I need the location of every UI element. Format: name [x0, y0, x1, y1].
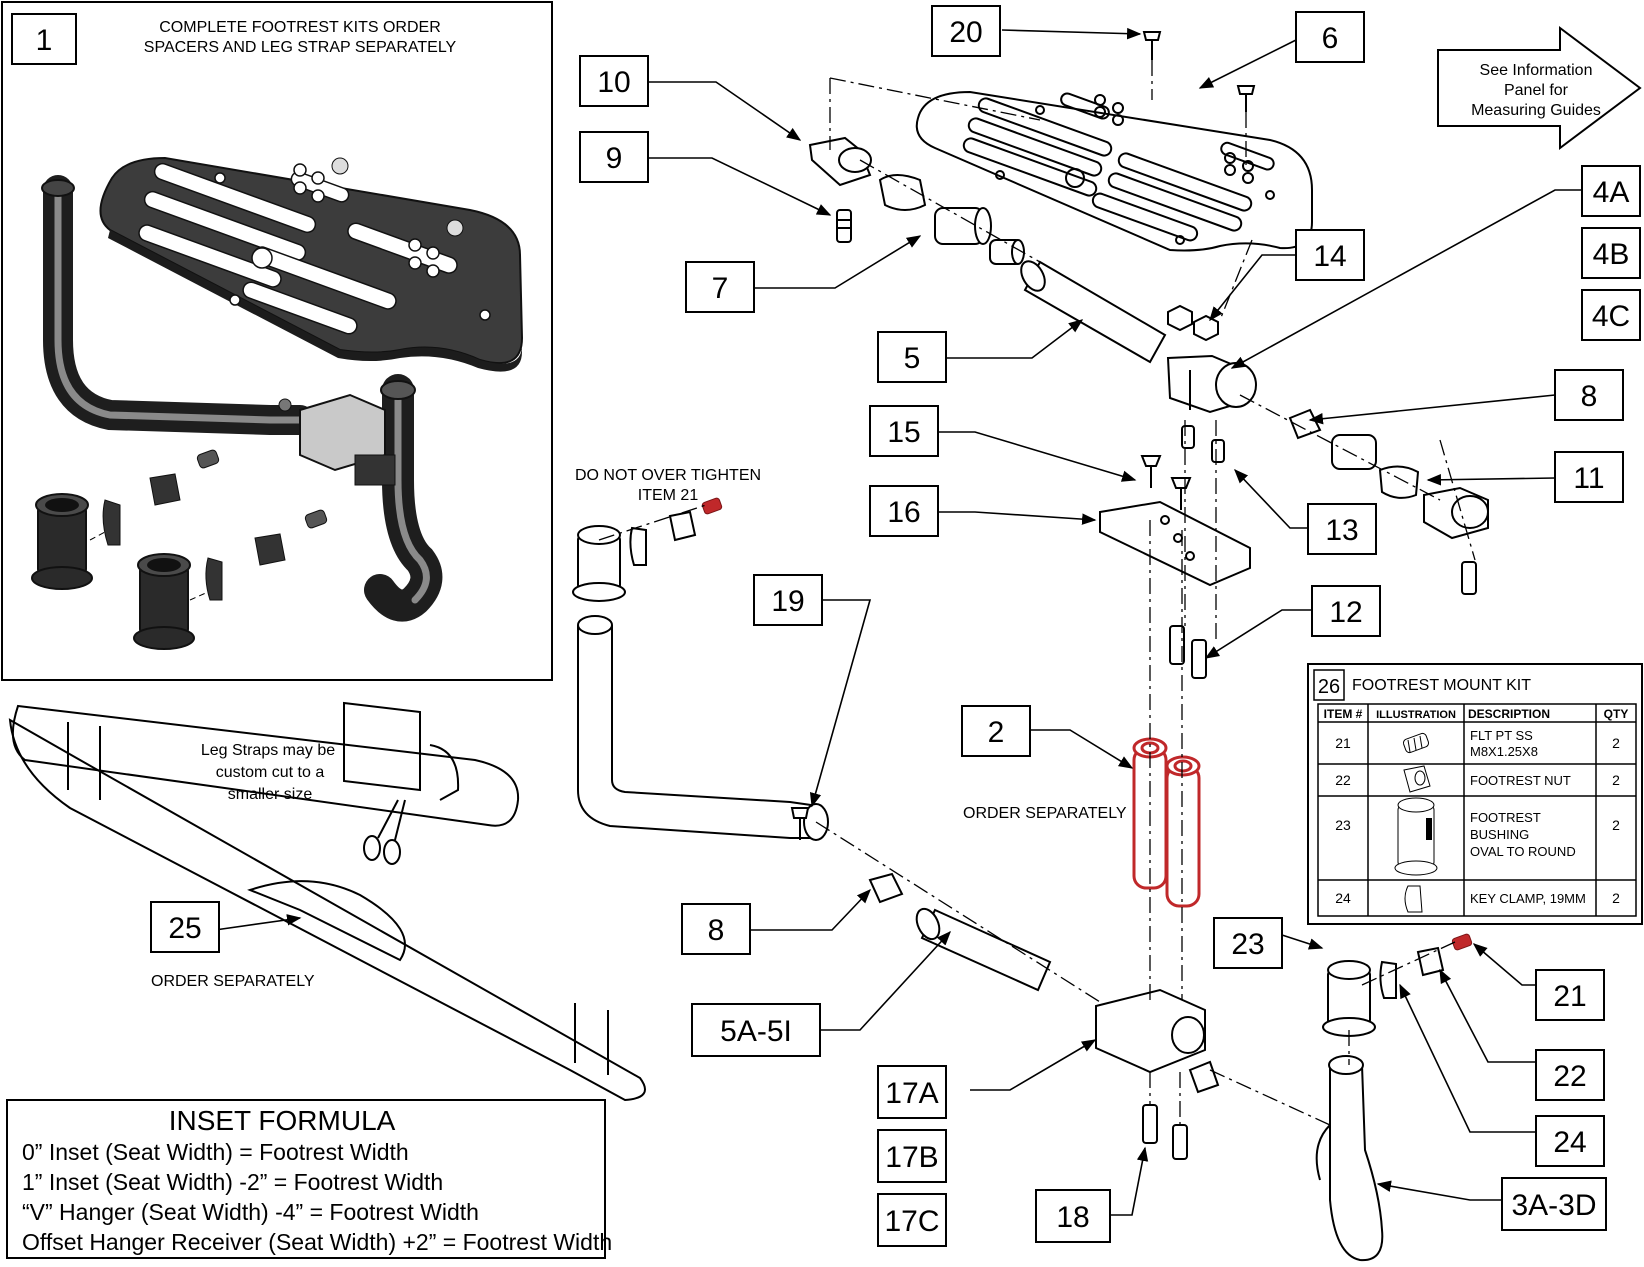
callout-4a: 4A: [1593, 176, 1630, 209]
row-qty: 2: [1612, 772, 1620, 788]
callout-8-bottom: 8: [708, 914, 725, 947]
set-screw-icon: [1402, 732, 1430, 754]
row-description: KEY CLAMP, 19MM: [1470, 891, 1586, 906]
kit-table-header-qty: QTY: [1604, 707, 1629, 721]
row-item: 24: [1335, 890, 1351, 906]
row-description: BUSHING: [1470, 827, 1529, 842]
callout-2: 2: [988, 716, 1005, 749]
table-row: 21 FLT PT SS M8X1.25X8 2: [1335, 728, 1620, 759]
spacers-red: [1132, 737, 1201, 908]
callout-11: 11: [1573, 462, 1604, 495]
notes: DO NOT OVER TIGHTEN ITEM 21 Leg Straps m…: [151, 467, 1127, 990]
callout-labels: 20 6 10 9 4A 4B 4C 14 7 5 8 15 11 16 13 …: [168, 16, 1630, 1238]
callout-12: 12: [1329, 596, 1362, 629]
kit-hanger-illustration: [41, 175, 443, 622]
callout-24: 24: [1553, 1126, 1586, 1159]
inset-formula-line: 1” Inset (Seat Width) -2” = Footrest Wid…: [22, 1169, 443, 1195]
callout-17a: 17A: [885, 1077, 938, 1110]
callout-23: 23: [1231, 928, 1264, 961]
kit-note-line-2: SPACERS AND LEG STRAP SEPARATELY: [144, 39, 457, 56]
center-lines: [598, 60, 1476, 1126]
kit-table-header-illustration: ILLUSTRATION: [1376, 709, 1456, 721]
callout-17b: 17B: [885, 1141, 938, 1174]
note-leg-straps-2: custom cut to a: [216, 764, 325, 781]
info-arrow: See Information Panel for Measuring Guid…: [1437, 26, 1642, 150]
inset-formula-line: Offset Hanger Receiver (Seat Width) +2” …: [22, 1229, 612, 1255]
callout-7: 7: [712, 272, 729, 305]
callout-5a-5i: 5A-5I: [720, 1015, 792, 1048]
callout-5: 5: [904, 342, 921, 375]
table-row: 24 KEY CLAMP, 19MM 2: [1335, 885, 1620, 913]
kit-bushing-1: [31, 493, 93, 590]
callout-18: 18: [1056, 1201, 1089, 1234]
note-leg-straps-3: smaller size: [228, 786, 313, 803]
note-leg-straps-1: Leg Straps may be: [201, 742, 335, 759]
row-qty: 2: [1612, 890, 1620, 906]
note-do-not-over-tighten-1: DO NOT OVER TIGHTEN: [575, 467, 761, 484]
kit-table-header-description: DESCRIPTION: [1468, 707, 1550, 721]
row-qty: 2: [1612, 817, 1620, 833]
row-description: FLT PT SS: [1470, 728, 1533, 743]
callout-22: 22: [1553, 1060, 1586, 1093]
callout-14: 14: [1313, 240, 1346, 273]
table-row: 23 FOOTREST BUSHING OVAL TO ROUND 2: [1335, 797, 1620, 876]
note-order-separately-spacers: ORDER SEPARATELY: [963, 805, 1127, 822]
bushing-icon: [1394, 797, 1438, 876]
kit-table-number: 26: [1318, 676, 1340, 698]
row-description: FOOTREST: [1470, 810, 1541, 825]
info-arrow-line-1: See Information: [1480, 62, 1593, 79]
callout-9: 9: [606, 142, 623, 175]
callout-boxes: [150, 5, 1641, 1247]
note-do-not-over-tighten-2: ITEM 21: [638, 487, 699, 504]
inset-formula-title: INSET FORMULA: [169, 1105, 396, 1136]
callout-1: 1: [36, 24, 53, 57]
callout-19: 19: [771, 585, 804, 618]
row-description: M8X1.25X8: [1470, 744, 1538, 759]
row-item: 23: [1335, 817, 1351, 833]
set-screws-red: [701, 497, 1473, 951]
callout-6: 6: [1322, 22, 1339, 55]
inset-formula-line: “V” Hanger (Seat Width) -4” = Footrest W…: [22, 1199, 479, 1225]
note-order-separately-strap: ORDER SEPARATELY: [151, 973, 315, 990]
row-qty: 2: [1612, 735, 1620, 751]
footrest-mount-kit-table: 26 FOOTREST MOUNT KIT ITEM # ILLUSTRATIO…: [1307, 663, 1643, 925]
info-arrow-line-3: Measuring Guides: [1471, 102, 1601, 119]
callout-15: 15: [887, 416, 920, 449]
row-item: 21: [1335, 735, 1351, 751]
row-description: OVAL TO ROUND: [1470, 844, 1576, 859]
footplate-outline: [915, 90, 1313, 252]
kit-table-header-item: ITEM #: [1324, 707, 1363, 721]
callout-3a-3d: 3A-3D: [1511, 1189, 1596, 1222]
callout-10: 10: [597, 66, 630, 99]
info-arrow-line-2: Panel for: [1504, 82, 1569, 99]
inset-formula-line: 0” Inset (Seat Width) = Footrest Width: [22, 1139, 409, 1165]
callout-21: 21: [1553, 980, 1586, 1013]
leader-lines: [214, 27, 1582, 1216]
callout-13: 13: [1325, 514, 1358, 547]
footrest-nut-icon: [1403, 765, 1431, 793]
callout-16: 16: [887, 496, 920, 529]
callout-4b: 4B: [1593, 238, 1630, 271]
kit-note-line-1: COMPLETE FOOTREST KITS ORDER: [159, 19, 441, 36]
callout-box-1: [11, 13, 77, 65]
kit-footplate-illustration: [99, 156, 524, 372]
inset-formula-box: INSET FORMULA 0” Inset (Seat Width) = Fo…: [6, 1099, 612, 1259]
callout-8-top: 8: [1581, 380, 1598, 413]
callout-17c: 17C: [884, 1205, 939, 1238]
table-row: 22 FOOTREST NUT 2: [1335, 765, 1620, 793]
kit-table-title: FOOTREST MOUNT KIT: [1352, 677, 1531, 694]
kit-panel: 1 COMPLETE FOOTREST KITS ORDER SPACERS A…: [1, 1, 553, 681]
kit-hardware-illustration: [31, 449, 328, 650]
kit-bushing-2: [133, 553, 195, 650]
key-clamp-icon: [1404, 885, 1423, 913]
row-description: FOOTREST NUT: [1470, 773, 1571, 788]
row-item: 22: [1335, 772, 1351, 788]
callout-4c: 4C: [1592, 300, 1630, 333]
callout-20: 20: [949, 16, 982, 49]
callout-25: 25: [168, 912, 201, 945]
